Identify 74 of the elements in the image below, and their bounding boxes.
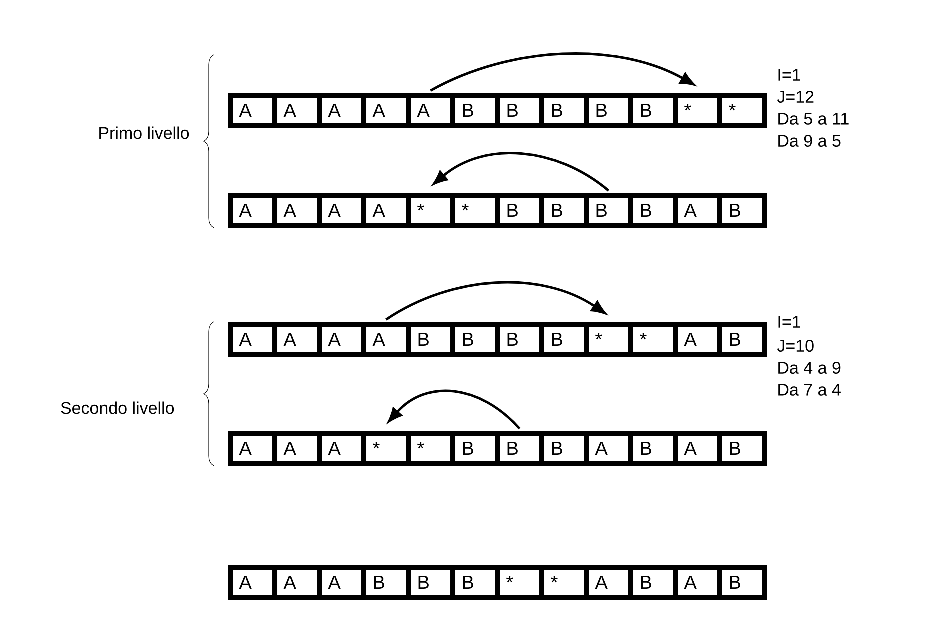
label-text: J=12 [777,90,814,104]
array-cell: B [634,198,673,223]
label-text: I=1 [778,316,800,328]
array-cell: B [500,327,540,352]
array-cell: B [544,98,584,123]
curved-arrow [430,52,695,92]
array-cell: * [722,98,762,123]
array-cell: A [233,436,272,461]
array-cell: * [366,436,406,461]
array-cell: A [322,436,362,461]
array-cell: * [411,198,450,223]
array-cell: A [278,570,317,595]
array-cell: B [456,98,495,123]
array-cell: * [589,327,628,352]
array-cell: B [634,436,673,461]
label-text: Secondo livello [61,402,174,414]
array-cell: A [322,198,362,223]
array-cell: B [456,327,495,352]
array-cell: B [456,570,495,595]
array-cell: B [589,198,628,223]
array-cell: B [634,98,673,123]
label-text: Da 5 a 11 [778,113,849,125]
array-cell: A [233,327,272,352]
label-text: Da 4 a 9 [778,362,841,374]
array-cell: B [456,436,495,461]
array-cell: B [722,327,762,352]
array-cell: A [322,98,362,123]
label-text: I=1 [778,69,800,81]
array-cell: A [233,198,272,223]
array-cell: A [278,327,317,352]
array-cell: B [544,327,584,352]
array-cell: B [500,98,540,123]
array-cell: B [722,436,762,461]
array-cell: * [678,98,718,123]
array-cell: B [411,327,450,352]
array-cell: * [544,570,584,595]
array-cell: A [278,436,317,461]
array-cell: * [411,436,450,461]
curved-arrow [388,390,521,430]
label-text: Primo livello [100,126,190,140]
array-cell: A [678,327,718,352]
array-cell: A [589,436,628,461]
array-cell: B [544,198,584,223]
label-text: Da 7 a 4 [778,384,841,396]
array-cell: B [722,198,762,223]
array-cell: B [544,436,584,461]
array-cell: A [366,327,406,352]
array-cell: B [722,570,762,595]
array-cell: A [678,198,718,223]
curved-arrow [433,152,610,192]
label-text: J=10 [777,340,814,352]
array-cell: B [500,436,540,461]
array-cell: A [366,98,406,123]
array-cell: * [500,570,540,595]
array-cell: A [233,98,272,123]
array-cell: A [322,327,362,352]
array-cell: A [278,98,317,123]
array-cell: B [500,198,540,223]
array-cell: B [411,570,450,595]
array-cell: A [278,198,317,223]
array-cell: A [589,570,628,595]
array-cell: A [322,570,362,595]
array-cell: A [678,436,718,461]
array-cell: A [233,570,272,595]
array-cell: B [366,570,406,595]
array-cell: A [366,198,406,223]
array-cell: A [678,570,718,595]
array-cell: * [456,198,495,223]
label-text: Da 9 a 5 [778,134,841,148]
array-cell: B [589,98,628,123]
array-cell: * [634,327,673,352]
curved-arrow [386,281,606,321]
array-cell: A [411,98,450,123]
array-cell: B [634,570,673,595]
